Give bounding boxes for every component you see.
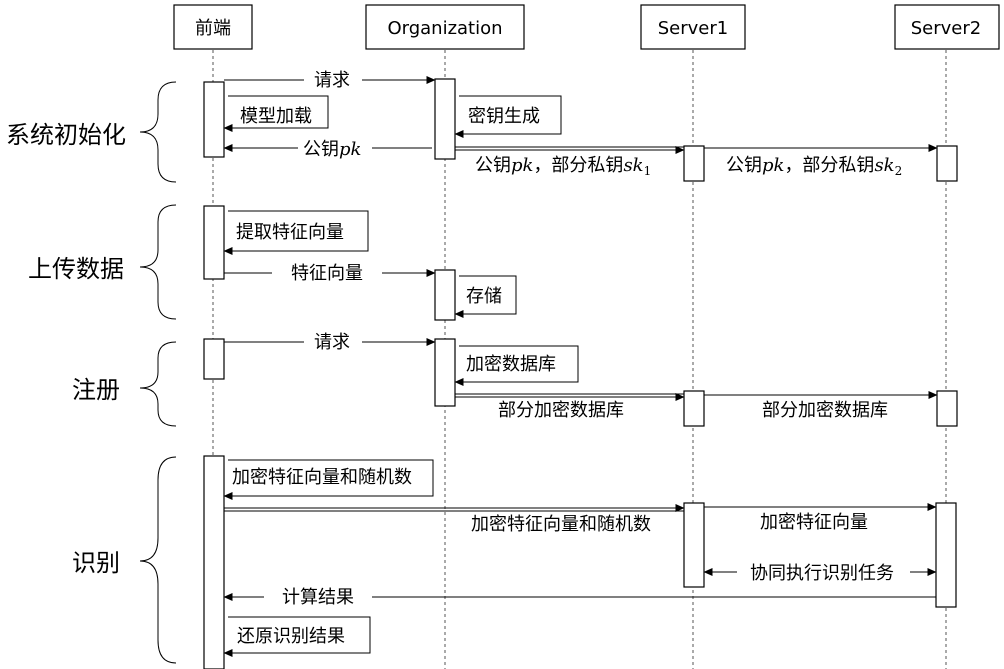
activation-frontend-1: [203, 81, 225, 158]
activation-frontend-4: [203, 455, 225, 669]
activation-server2-3: [936, 390, 958, 427]
msg-share-sk2-label: 公钥pk，部分私钥sk2: [726, 155, 902, 178]
activation-org-2: [434, 269, 456, 321]
msg-model-load-loop: [223, 95, 329, 132]
msg-restore-label: 还原识别结果: [237, 626, 345, 647]
msg-share-sk1-prefix: 公钥: [475, 155, 511, 176]
msg-share-sk2-sub: 2: [895, 164, 903, 178]
activation-server1-4: [683, 502, 705, 588]
msg-share-sk2-sk: sk: [874, 155, 894, 176]
activation-server2-1: [936, 145, 958, 182]
brace-init: [139, 81, 177, 183]
msg-store-loop: [454, 275, 517, 318]
phase-identify-label: 识别: [72, 549, 120, 577]
activation-server1-1: [683, 145, 705, 182]
msg-share-sk2-mid: ，部分私钥: [784, 155, 874, 176]
msg-to-server2-enc-label: 加密特征向量: [760, 512, 868, 533]
msg-result-label: 计算结果: [282, 587, 354, 608]
msg-extract-label: 提取特征向量: [236, 222, 344, 243]
msg-share-sk1-mid: ，部分私钥: [533, 155, 623, 176]
brace-identify: [139, 456, 177, 664]
msg-extract-loop: [223, 210, 369, 255]
msg-share-sk1-label: 公钥pk，部分私钥sk1: [475, 155, 651, 178]
msg-share-sk2-pk: pk: [762, 155, 784, 176]
msg-restore-loop: [223, 616, 371, 657]
msg-share-sk1-pk: pk: [511, 155, 533, 176]
msg-feature-label: 特征向量: [291, 263, 363, 284]
participant-organization: Organization: [365, 4, 525, 50]
phase-upload-label: 上传数据: [28, 255, 124, 283]
brace-upload: [139, 204, 177, 320]
msg-pk-var: pk: [339, 139, 361, 160]
msg-share-sk2-prefix: 公钥: [726, 155, 762, 176]
participant-server2-label: Server2: [911, 18, 981, 39]
participant-frontend: 前端: [173, 4, 253, 50]
phase-init-label: 系统初始化: [6, 121, 126, 149]
msg-encrypt-db-label: 加密数据库: [466, 354, 556, 375]
msg-share-sk1-sub: 1: [644, 164, 652, 178]
msg-enc-feat-rand-label: 加密特征向量和随机数: [232, 467, 412, 488]
msg-partial-db2-label: 部分加密数据库: [762, 400, 888, 421]
brace-register: [139, 341, 177, 427]
msg-model-load-label: 模型加载: [240, 106, 312, 127]
msg-key-gen-label: 密钥生成: [468, 106, 540, 127]
msg-share-sk1-sk: sk: [623, 155, 643, 176]
activation-org-3: [434, 338, 456, 407]
msg-request2-label: 请求: [314, 332, 350, 353]
participant-server1: Server1: [640, 4, 746, 50]
activation-server1-3: [683, 390, 705, 427]
msg-partial-db1-label: 部分加密数据库: [498, 400, 624, 421]
participant-server1-label: Server1: [658, 18, 728, 39]
activation-server2-4: [935, 502, 957, 608]
msg-encrypt-db-loop: [454, 345, 579, 386]
participant-frontend-label: 前端: [195, 18, 231, 39]
activation-frontend-2: [203, 205, 225, 280]
msg-store-label: 存储: [466, 286, 502, 307]
msg-pk-label: 公钥pk: [303, 139, 361, 160]
msg-collab-label: 协同执行识别任务: [750, 563, 894, 584]
activation-org-1: [434, 78, 456, 160]
participant-organization-label: Organization: [387, 18, 502, 39]
participant-server2: Server2: [894, 4, 1000, 50]
msg-key-gen-loop: [454, 95, 562, 138]
activation-frontend-3: [203, 338, 225, 380]
msg-to-server1-enc-label: 加密特征向量和随机数: [471, 514, 651, 535]
msg-pk-prefix: 公钥: [303, 139, 339, 160]
msg-request1-label: 请求: [314, 70, 350, 91]
phase-register-label: 注册: [72, 376, 120, 404]
msg-enc-feat-rand-loop: [223, 459, 434, 500]
